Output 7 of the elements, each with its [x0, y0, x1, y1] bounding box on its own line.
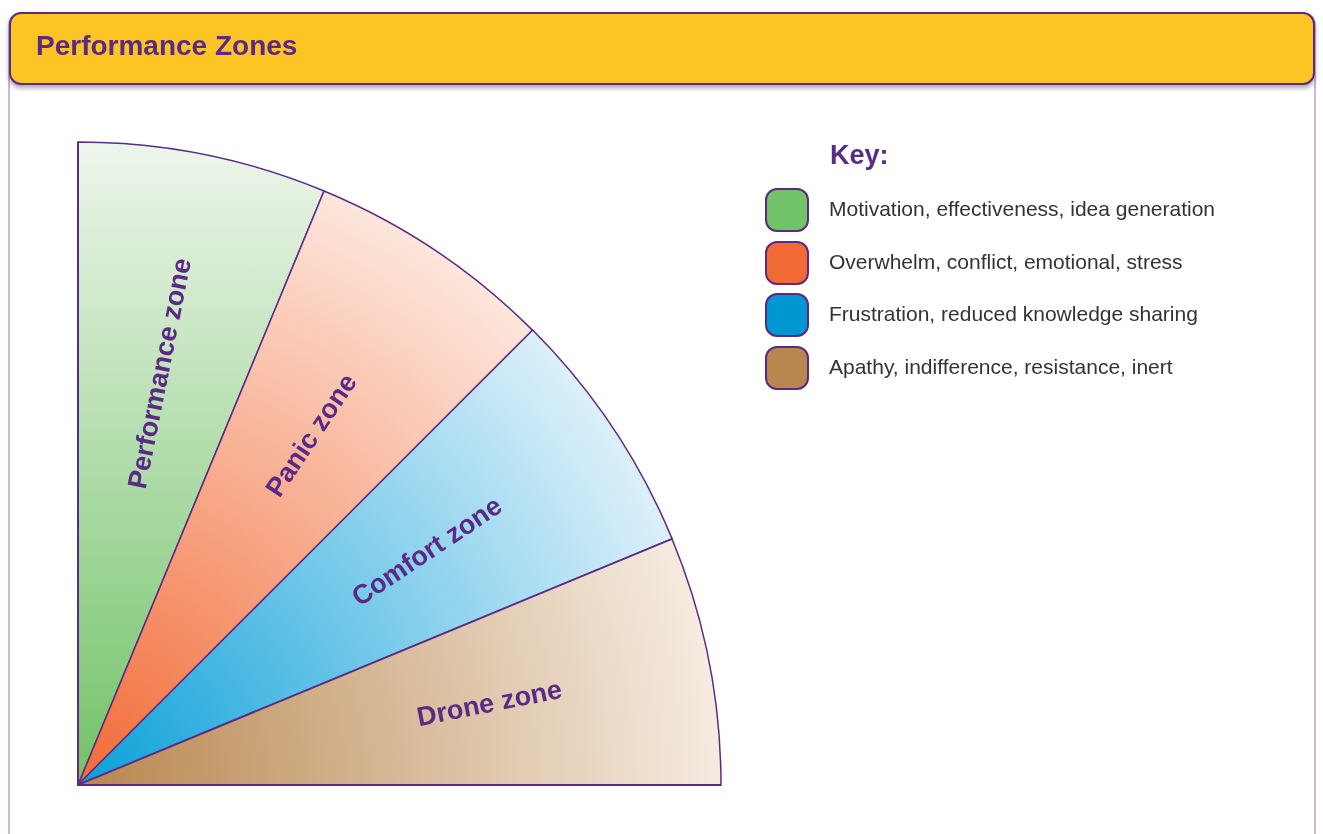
title: Performance Zones — [36, 30, 298, 62]
legend-text: Frustration, reduced knowledge sharing — [829, 302, 1198, 326]
legend-text: Overwhelm, conflict, emotional, stress — [829, 249, 1183, 274]
zone-label: Drone zone — [414, 673, 566, 733]
legend-text: Motivation, effectiveness, idea generation — [829, 197, 1216, 221]
legend-heading: Key: — [830, 140, 889, 171]
legend-text: Apathy, indifference, resistance, inert — [829, 354, 1173, 379]
